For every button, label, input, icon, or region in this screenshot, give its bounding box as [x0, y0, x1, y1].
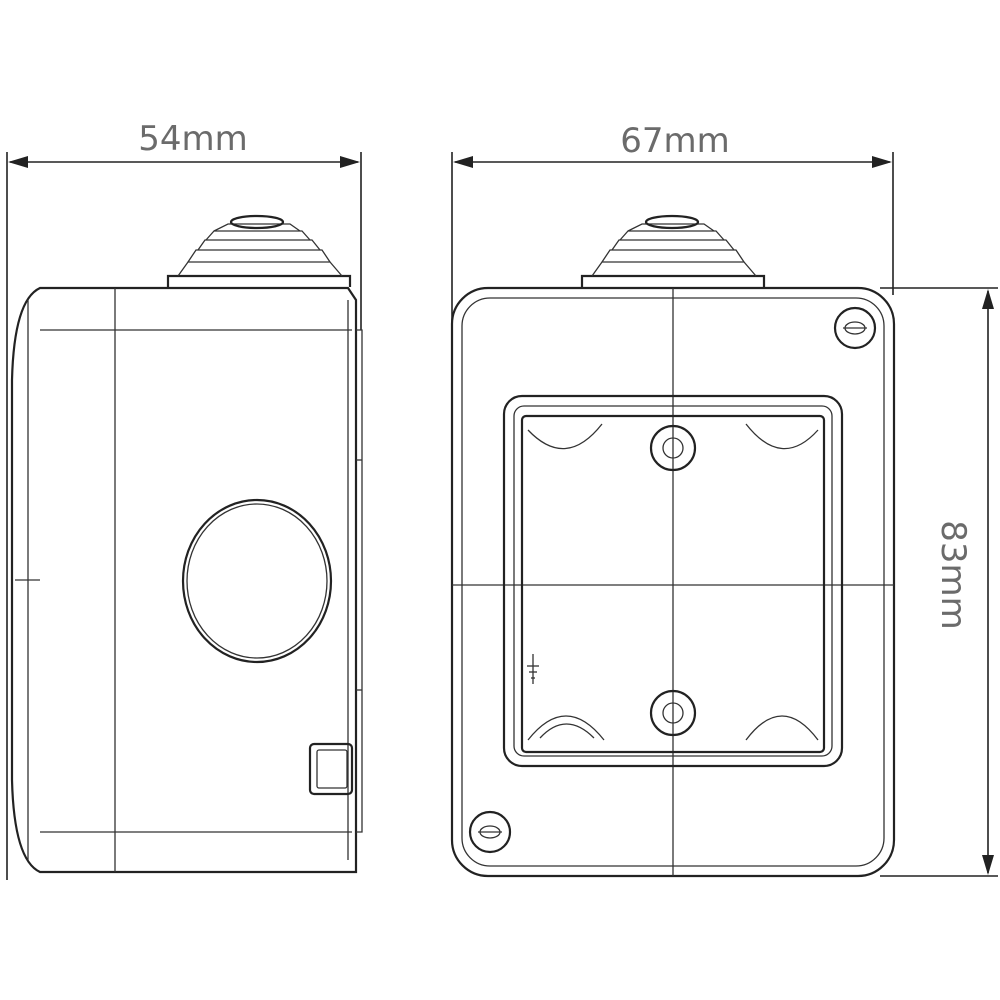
side-knockout-hole: [181, 498, 333, 664]
front-width-label: 67mm: [620, 121, 730, 161]
bottom-left-mounting-screw: [468, 810, 512, 854]
side-latch: [308, 742, 354, 796]
side-view: [10, 214, 363, 874]
side-width-dimension: 54mm: [6, 119, 362, 880]
side-width-label: 54mm: [138, 119, 248, 159]
front-width-dimension: 67mm: [451, 121, 894, 330]
top-right-mounting-screw: [833, 306, 877, 350]
front-view: [450, 214, 896, 878]
front-cable-gland: [580, 214, 766, 287]
side-cable-gland: [166, 214, 352, 287]
height-label: 83mm: [933, 520, 973, 630]
ground-icon: [527, 654, 539, 684]
bottom-screw-hole: [649, 689, 697, 737]
top-screw-hole: [649, 424, 697, 472]
height-dimension: 83mm: [880, 287, 998, 877]
